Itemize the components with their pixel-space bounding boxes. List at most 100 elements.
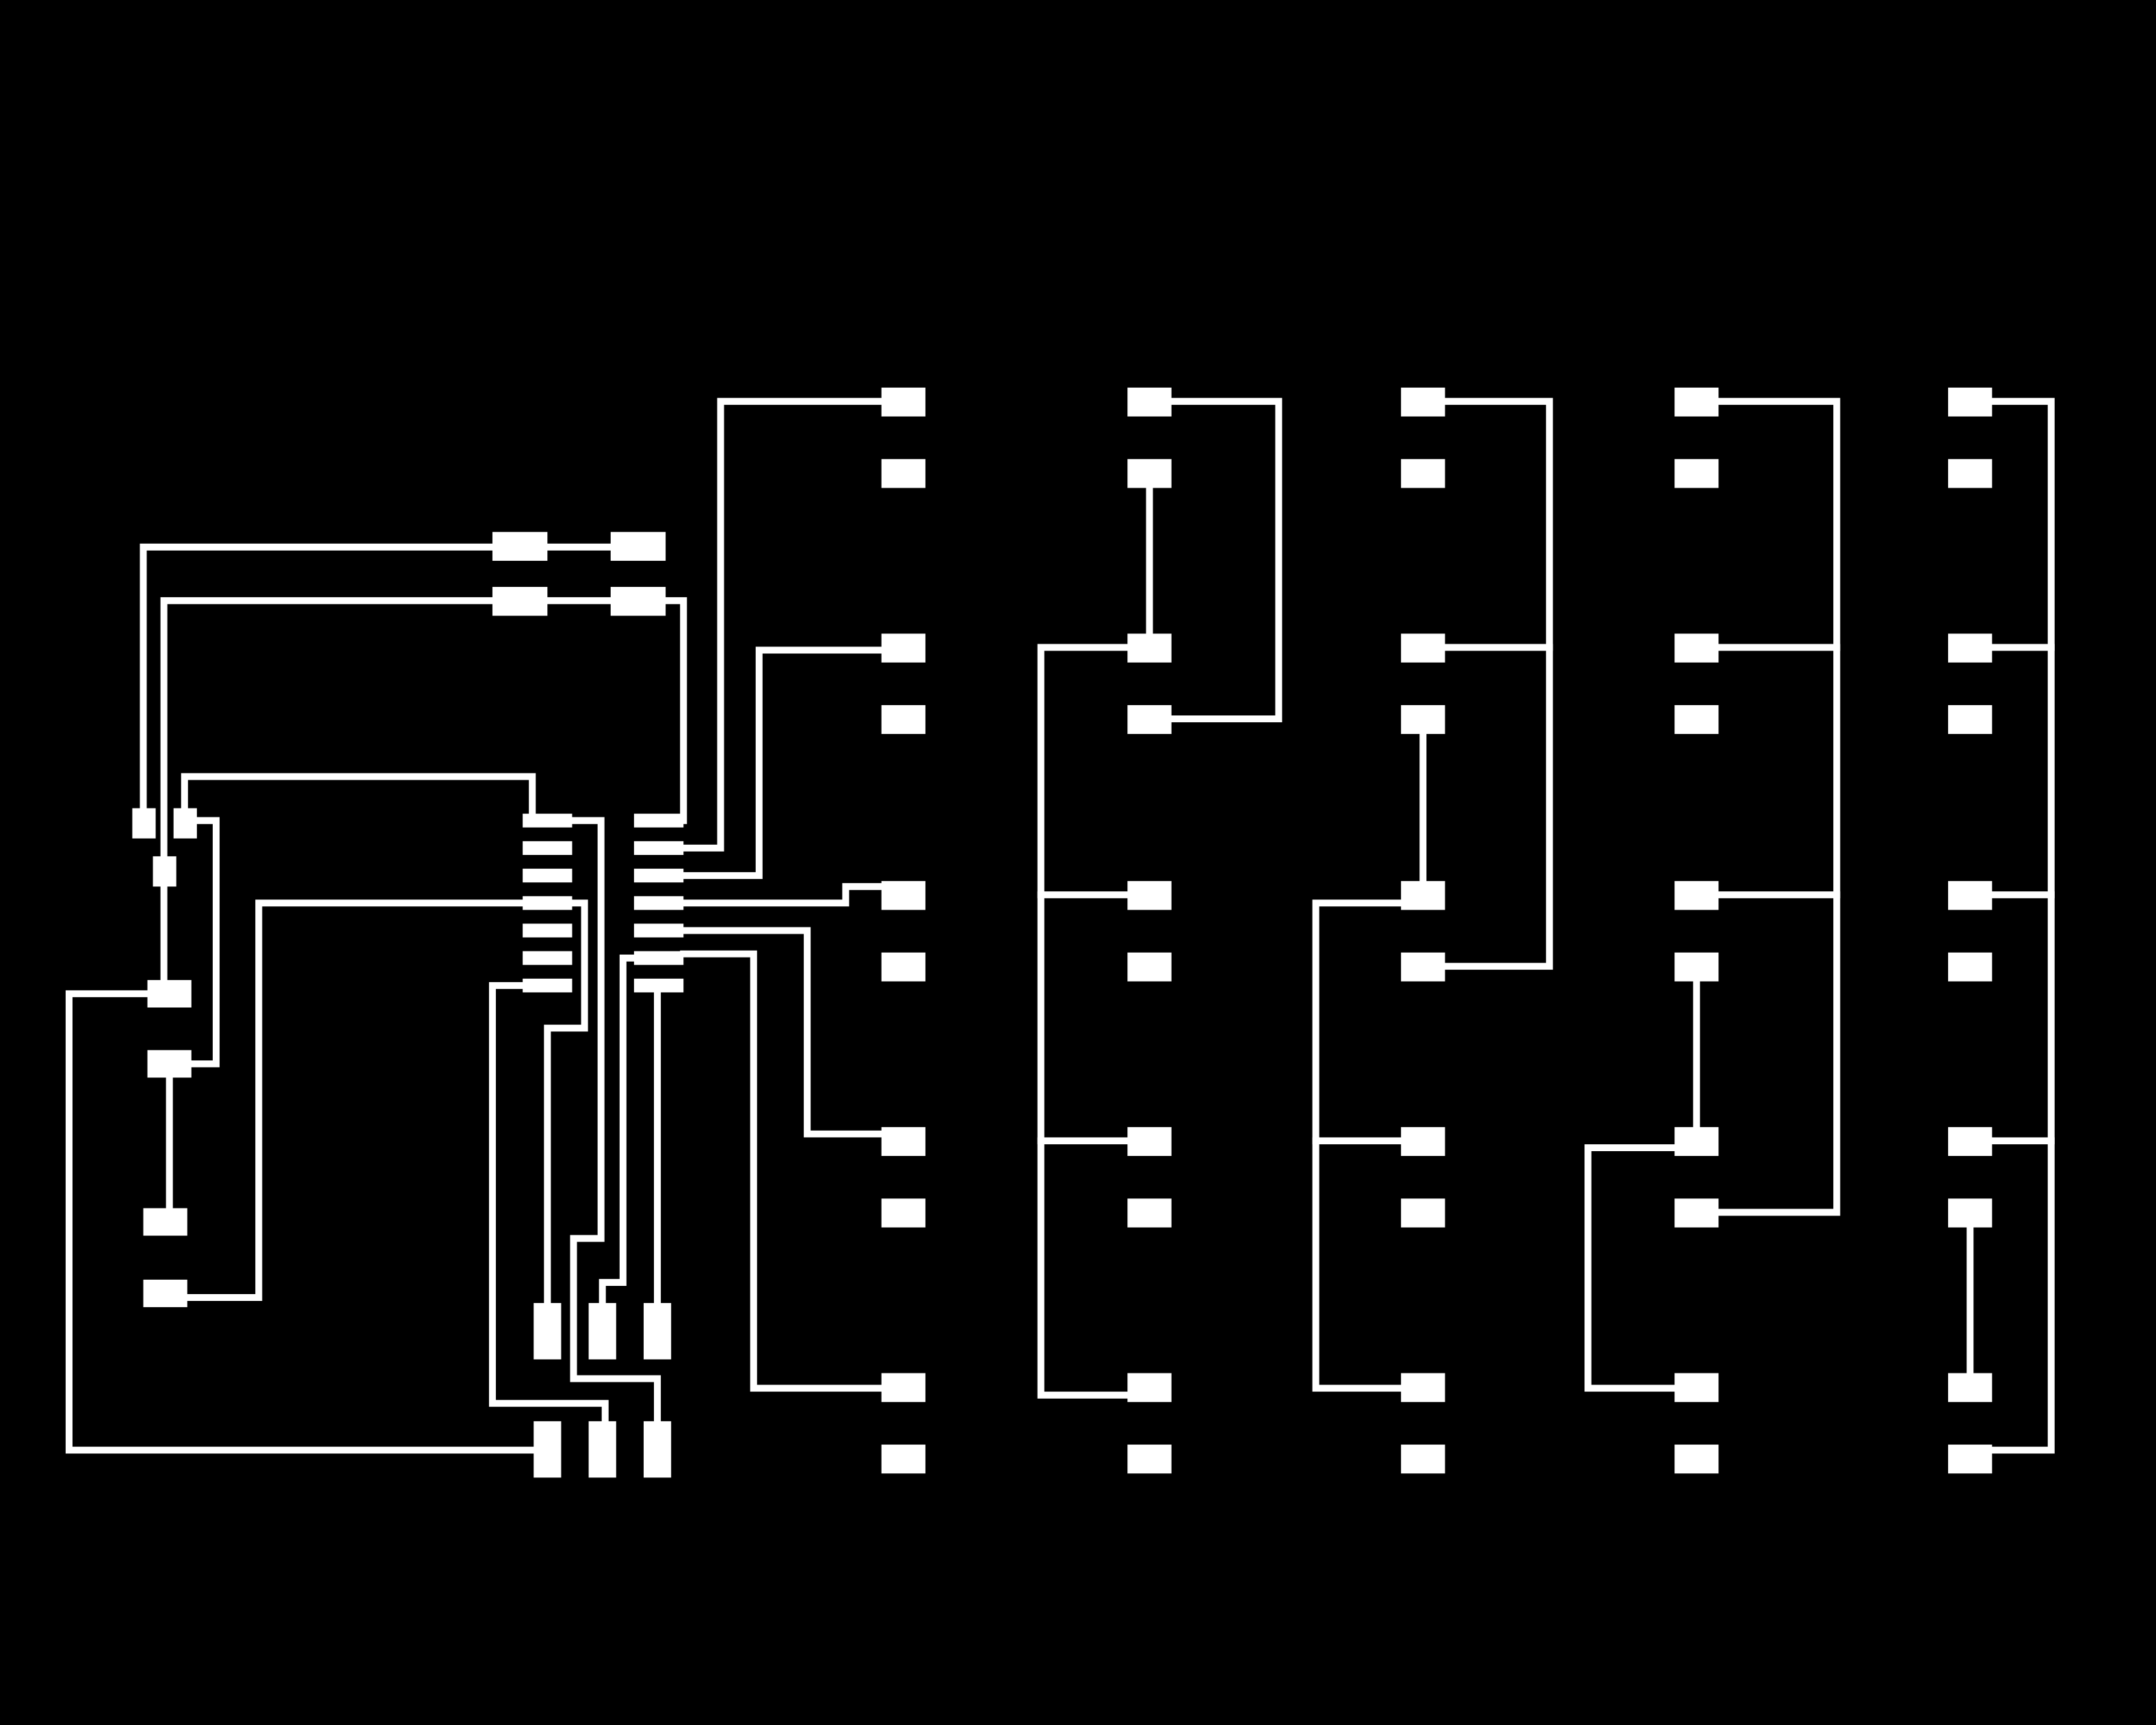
led-4-5-pad-top xyxy=(1674,1373,1719,1402)
trace-layer xyxy=(65,397,2055,1454)
ic-pin-right-6 xyxy=(633,951,684,965)
led-2-2-pad-top xyxy=(1127,633,1172,663)
led-4-5-pad-bottom xyxy=(1674,1445,1719,1474)
resistor-r2-pad-b xyxy=(610,587,666,616)
trace-r2-to-via xyxy=(160,597,496,862)
led-5-2-pad-bottom xyxy=(1948,705,1993,735)
led-2-4-pad-bottom xyxy=(1127,1198,1172,1228)
led-3-1-pad-top xyxy=(1401,387,1445,417)
resistor-r1-pad-a xyxy=(492,531,548,561)
led-2-5-pad-bottom xyxy=(1127,1445,1172,1474)
trace-r1-to-cap xyxy=(140,543,496,815)
header-left-pad-1 xyxy=(147,979,192,1008)
trace-r2-to-ic xyxy=(662,597,687,824)
led-2-3-pad-top xyxy=(1127,881,1172,910)
trace-col4-left xyxy=(1584,1144,1679,1392)
ic-pin-left-7 xyxy=(523,978,573,992)
led-1-3-pad-top xyxy=(881,881,925,910)
trace-cap-to-ic-top xyxy=(181,773,536,817)
led-2-2-pad-bottom xyxy=(1127,705,1172,735)
ic-pin-right-3 xyxy=(633,869,684,883)
led-3-3-pad-top xyxy=(1401,881,1445,910)
led-2-1-pad-bottom xyxy=(1127,459,1172,488)
trace-header-1-to-prog xyxy=(65,990,538,1454)
ic-pin-right-1 xyxy=(633,813,684,828)
ic-pin-left-5 xyxy=(523,923,573,938)
trace-col4-bus xyxy=(1715,397,1841,1216)
trace-col2-a xyxy=(1166,397,1283,723)
pad-layer xyxy=(132,387,1993,1478)
led-5-1-pad-bottom xyxy=(1948,459,1993,488)
ic-pin-right-5 xyxy=(633,923,684,938)
led-3-5-pad-top xyxy=(1401,1373,1445,1402)
led-1-5-pad-top xyxy=(881,1373,925,1402)
via-pad xyxy=(153,856,176,887)
ic-pin-left-2 xyxy=(523,841,573,855)
capacitor-pad-b xyxy=(173,808,197,839)
led-1-1-pad-bottom xyxy=(881,459,925,488)
led-2-4-pad-top xyxy=(1127,1127,1172,1157)
trace-ic-to-led-1-1 xyxy=(680,397,885,852)
led-4-3-pad-bottom xyxy=(1674,952,1719,982)
led-5-1-pad-top xyxy=(1948,387,1993,417)
led-4-2-pad-top xyxy=(1674,633,1719,663)
led-5-5-pad-bottom xyxy=(1948,1445,1993,1474)
led-1-5-pad-bottom xyxy=(881,1445,925,1474)
trace-cap-to-header-2 xyxy=(187,817,220,1068)
trace-ic-to-led-1-3 xyxy=(680,883,885,907)
led-4-4-pad-bottom xyxy=(1674,1198,1719,1228)
ic-pin-left-6 xyxy=(523,951,573,965)
led-4-1-pad-bottom xyxy=(1674,459,1719,488)
led-4-2-pad-bottom xyxy=(1674,705,1719,735)
led-2-5-pad-top xyxy=(1127,1373,1172,1402)
led-1-2-pad-top xyxy=(881,633,925,663)
led-3-5-pad-bottom xyxy=(1401,1445,1445,1474)
led-4-3-pad-top xyxy=(1674,881,1719,910)
led-5-3-pad-bottom xyxy=(1948,952,1993,982)
trace-col3-bus xyxy=(1441,397,1553,970)
ic-pin-left-4 xyxy=(523,896,573,910)
capacitor-pad-a xyxy=(132,808,156,839)
led-3-2-pad-bottom xyxy=(1401,705,1445,735)
ic-pin-left-1 xyxy=(523,813,573,828)
prog-header-top-pad-2 xyxy=(588,1303,616,1360)
led-4-1-pad-top xyxy=(1674,387,1719,417)
led-5-4-pad-top xyxy=(1948,1127,1993,1157)
led-1-2-pad-bottom xyxy=(881,705,925,735)
prog-header-top-pad-3 xyxy=(643,1303,672,1360)
resistor-r2-pad-a xyxy=(492,587,548,616)
trace-col5-bus xyxy=(1988,397,2055,1454)
trace-ic-to-prog-b2 xyxy=(488,982,609,1425)
ic-pin-right-2 xyxy=(633,841,684,855)
led-3-4-pad-bottom xyxy=(1401,1198,1445,1228)
header-left-pad-4 xyxy=(143,1279,187,1308)
trace-header-4-to-ic xyxy=(183,899,527,1302)
led-1-4-pad-top xyxy=(881,1127,925,1157)
prog-header-bottom-pad-3 xyxy=(643,1421,672,1478)
prog-header-bottom-pad-1 xyxy=(534,1421,562,1478)
led-1-3-pad-bottom xyxy=(881,952,925,982)
trace-ic-to-prog-1 xyxy=(544,899,588,1307)
led-5-2-pad-top xyxy=(1948,633,1993,663)
led-3-4-pad-top xyxy=(1401,1127,1445,1157)
led-3-3-pad-bottom xyxy=(1401,952,1445,982)
resistor-r1-pad-b xyxy=(610,531,666,561)
led-2-1-pad-top xyxy=(1127,387,1172,417)
led-2-3-pad-bottom xyxy=(1127,952,1172,982)
ic-pin-left-3 xyxy=(523,869,573,883)
header-left-pad-2 xyxy=(147,1050,192,1078)
prog-header-top-pad-1 xyxy=(534,1303,562,1360)
trace-ic-to-prog-3 xyxy=(568,817,661,1425)
ic-pin-right-4 xyxy=(633,896,684,910)
led-5-5-pad-top xyxy=(1948,1373,1993,1402)
trace-ic-to-led-1-4 xyxy=(680,927,885,1137)
led-5-4-pad-bottom xyxy=(1948,1198,1993,1228)
led-3-2-pad-top xyxy=(1401,633,1445,663)
trace-ic-to-led-1-5 xyxy=(680,950,885,1392)
trace-col3-left-bus xyxy=(1312,899,1405,1392)
led-1-4-pad-bottom xyxy=(881,1198,925,1228)
led-1-1-pad-top xyxy=(881,387,925,417)
trace-ic-to-led-1-2 xyxy=(680,646,885,880)
led-3-1-pad-bottom xyxy=(1401,459,1445,488)
